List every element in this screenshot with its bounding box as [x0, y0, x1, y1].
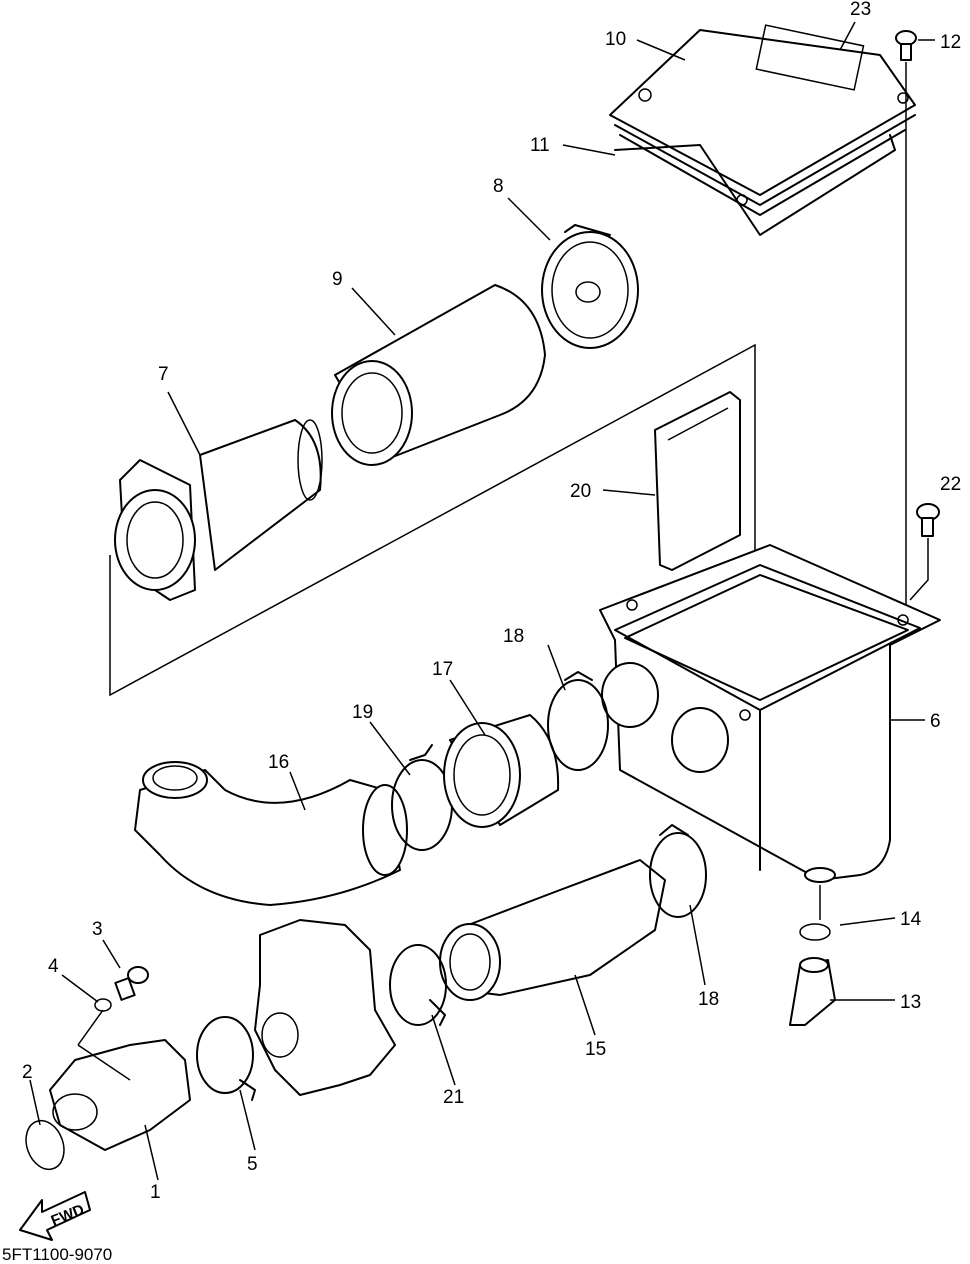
part-13-drain-hose [789, 957, 836, 1026]
callout-15: 15 [585, 1039, 606, 1060]
part-18-clamp-upper [547, 671, 609, 771]
part-4-washer [94, 998, 112, 1012]
part-17-joint [443, 714, 560, 828]
callout-9: 9 [332, 269, 343, 290]
callout-3: 3 [92, 919, 103, 940]
part-15-joint [439, 859, 666, 1001]
part-20-filter-plate [654, 391, 741, 571]
callout-20: 20 [570, 481, 591, 502]
part-12-screw [895, 30, 917, 620]
callout-leaders [29, 21, 935, 1181]
callout-14: 14 [900, 909, 922, 930]
carburetor-outline [254, 919, 396, 1096]
part-3-bolt [114, 966, 149, 1001]
part-1-intake-manifold [49, 1009, 191, 1151]
callout-5: 5 [247, 1154, 258, 1175]
callout-13: 13 [900, 992, 921, 1013]
callout-21: 21 [443, 1087, 464, 1108]
callout-numbers: 1 2 3 4 5 6 7 8 9 10 11 12 13 14 15 16 1… [22, 0, 961, 1203]
callout-11: 11 [530, 135, 550, 156]
callout-12: 12 [940, 32, 961, 53]
callout-10: 10 [605, 29, 626, 50]
callout-2: 2 [22, 1062, 33, 1083]
callout-22: 22 [940, 474, 961, 495]
part-14-o-ring [799, 885, 831, 941]
forward-arrow-icon: FWD [19, 1191, 91, 1241]
assembly-guide-lines [109, 343, 756, 697]
callout-8: 8 [493, 176, 504, 197]
callout-7: 7 [158, 364, 169, 385]
callout-4: 4 [48, 956, 59, 977]
callout-19: 19 [352, 702, 373, 723]
part-2-gasket [25, 1119, 65, 1171]
part-9-filter-element [331, 284, 546, 466]
part-11-cover-seal [614, 134, 896, 236]
callout-17: 17 [432, 659, 453, 680]
callout-16: 16 [268, 752, 289, 773]
part-22-bolt [909, 503, 940, 601]
callout-6: 6 [930, 711, 941, 732]
part-5-clamp [196, 1016, 256, 1101]
diagram-code: 5FT1100-9070 [2, 1245, 112, 1264]
callout-18-lower: 18 [698, 989, 719, 1010]
part-8-filter-cap [541, 224, 639, 349]
callout-18-upper: 18 [503, 626, 524, 647]
part-7-filter-guide [114, 419, 323, 601]
part-21-clamp [389, 944, 447, 1026]
part-10-air-box-cover [609, 24, 916, 216]
part-6-air-box [599, 544, 941, 883]
part-16-intake-duct [134, 761, 408, 906]
callout-1: 1 [150, 1182, 161, 1203]
part-18-clamp-lower [649, 824, 707, 918]
callout-23: 23 [850, 0, 871, 20]
